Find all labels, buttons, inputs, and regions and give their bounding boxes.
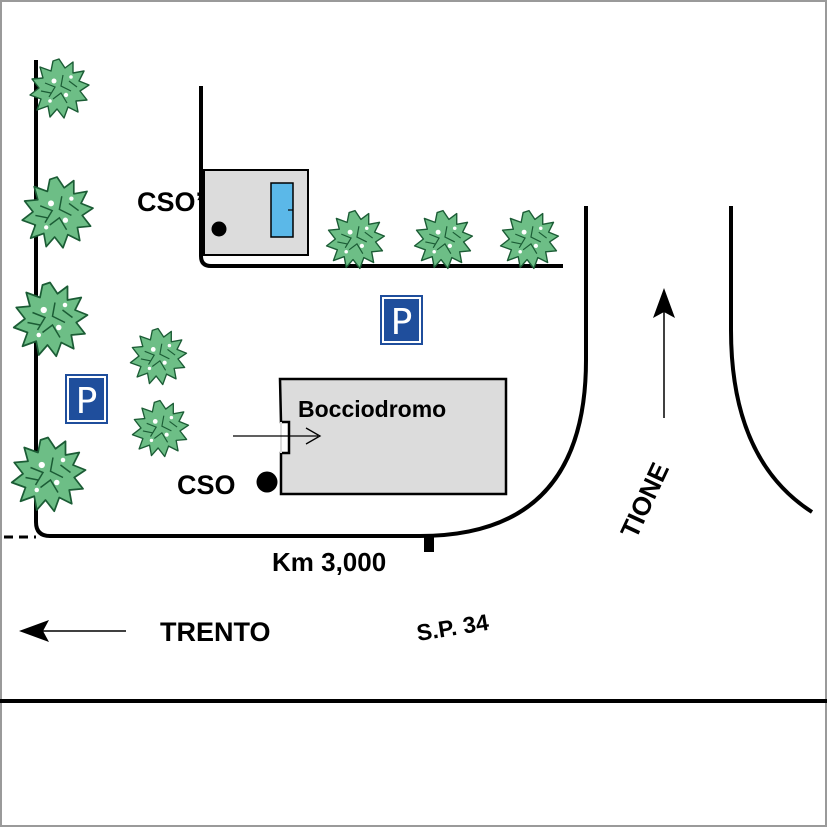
arrow-icon-west (19, 620, 126, 642)
tree-icon (325, 209, 386, 270)
km-marker-post (424, 535, 434, 552)
parking-letter: P (391, 302, 413, 343)
tree-icon (21, 176, 94, 249)
cso-secondary-label: CSO’ (137, 187, 203, 217)
cso-main-dot-icon (256, 471, 278, 493)
small-building (203, 169, 309, 256)
km-marker-label: Km 3,000 (272, 547, 386, 577)
tree-icon (10, 436, 87, 513)
bocciodromo-building (278, 377, 508, 496)
tree-icon (499, 209, 560, 270)
parking-icon-top: P (380, 295, 423, 345)
bocciodromo-label: Bocciodromo (298, 396, 446, 422)
parking-letter: P (76, 381, 98, 422)
tree-icon (129, 327, 188, 386)
tree-icon (12, 281, 89, 358)
road-name-label: S.P. 34 (415, 609, 491, 646)
tione-label: TIONE (614, 458, 675, 543)
inner-boundary (199, 86, 563, 268)
tree-icon (29, 58, 90, 119)
cso-secondary-dot-icon (211, 221, 227, 237)
tree-icon (131, 399, 190, 458)
entrance-arrow-icon (233, 427, 322, 445)
tione-road-right-edge (729, 206, 814, 514)
trento-label: TRENTO (160, 617, 271, 647)
road-lines (0, 60, 827, 703)
parking-icon-left: P (65, 374, 108, 424)
cso-main-label: CSO (177, 470, 236, 500)
arrow-icon-north (653, 288, 675, 418)
tree-icon (413, 209, 474, 270)
property-boundary-left (34, 60, 588, 538)
